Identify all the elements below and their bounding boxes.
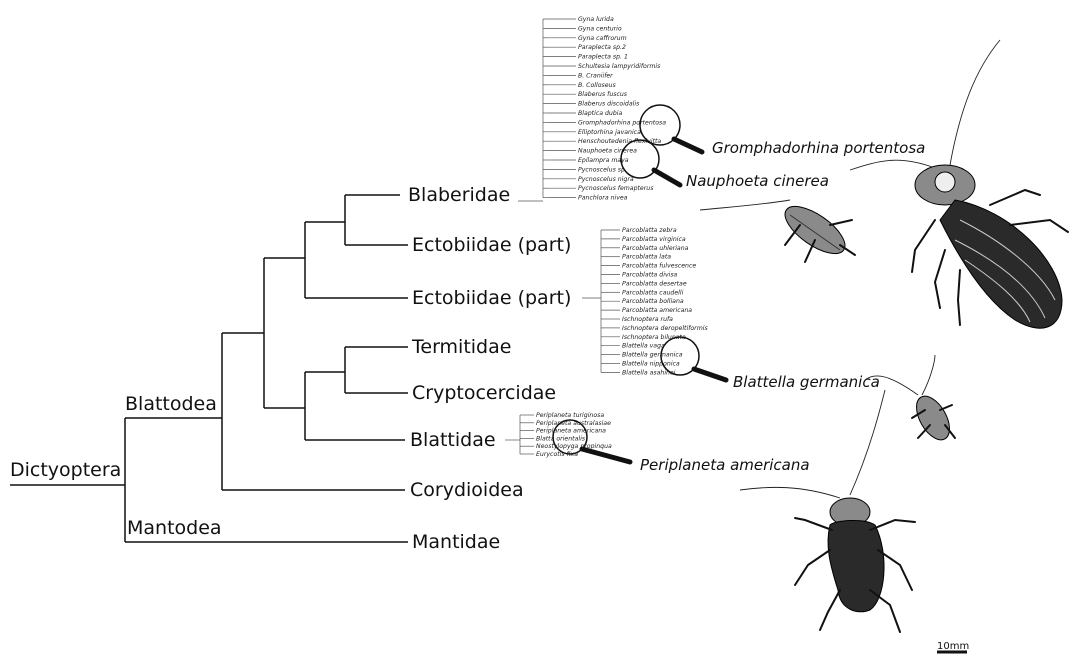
nauphoeta-illustration: [700, 198, 855, 263]
featured-label-blattella: Blattella germanica: [733, 373, 880, 391]
family-label-ectobiidae-a: Ectobiidae (part): [412, 234, 571, 256]
gromphadorhina-illustration: [850, 40, 1068, 328]
species-label: Blattella germanica: [622, 351, 683, 359]
species-label: Blaberus discoidalis: [578, 101, 640, 108]
family-label-mantidae: Mantidae: [412, 531, 500, 553]
species-label: Blatta orientalis: [536, 434, 586, 442]
species-label: Blattella nipponica: [622, 360, 680, 368]
species-label: Gyna lurida: [578, 16, 614, 23]
species-label: Gromphadorhina portentosa: [578, 118, 666, 126]
family-label-ectobiidae-b: Ectobiidae (part): [412, 287, 571, 309]
root-label-dictyoptera: Dictyoptera: [10, 459, 121, 481]
family-label-blaberidae: Blaberidae: [408, 184, 510, 206]
species-label: Gyna centurio: [578, 24, 622, 32]
species-label: Elliptorhina javanica: [578, 128, 641, 136]
featured-label-nauphoeta: Nauphoeta cinerea: [686, 172, 829, 190]
family-label-termitidae: Termitidae: [411, 336, 511, 358]
featured-label-periplaneta: Periplaneta americana: [640, 456, 810, 474]
species-label: Parcoblatta lata: [622, 253, 671, 261]
featured-label-gromphadorhina: Gromphadorhina portentosa: [712, 139, 925, 157]
species-label: Pycnoscelus sp.: [578, 166, 627, 173]
main-tree: [10, 195, 408, 542]
family-label-corydioidea: Corydioidea: [410, 479, 524, 501]
species-label: Parcoblatta desertae: [622, 279, 687, 287]
species-label: Parcoblatta zebra: [622, 226, 677, 234]
species-label: Gyna caffrorum: [578, 35, 627, 42]
species-label: Neostylopyga propinqua: [536, 442, 612, 450]
blattella-illustration: [865, 355, 956, 445]
species-label: Ischnoptera rufa: [622, 315, 673, 323]
species-label: Ischnoptera deropeltiformis: [622, 324, 708, 332]
species-label: Periplaneta turiginosa: [536, 411, 604, 419]
species-label: Blaberus fuscus: [578, 91, 628, 98]
species-label: Paraplecta sp.2: [578, 43, 626, 51]
species-label: Parcoblatta bolliana: [622, 297, 684, 305]
species-label: Pycnoscelus nigra: [578, 176, 634, 183]
order-label-mantodea: Mantodea: [127, 517, 222, 539]
species-label: Nauphoeta cinerea: [578, 147, 637, 155]
species-label: Paraplecta sp. 1: [578, 53, 628, 61]
species-label: Parcoblatta uhleriana: [622, 244, 689, 252]
species-label: Parcoblatta divisa: [622, 271, 678, 279]
species-label: Schultesia lampyridiformis: [578, 62, 661, 70]
family-label-cryptocercidae: Cryptocercidae: [412, 382, 556, 404]
species-label: B. Craniifer: [578, 72, 613, 79]
family-label-blattidae: Blattidae: [410, 429, 496, 451]
species-label: Pycnoscelus femapterus: [578, 184, 654, 192]
periplaneta-illustration: [740, 390, 915, 632]
species-label: Periplaneta americana: [536, 427, 606, 435]
scale-bar-label: 10mm: [937, 641, 969, 652]
species-label: Parcoblatta fulvescence: [622, 262, 696, 270]
species-label: Panchlora nivea: [578, 195, 628, 202]
order-label-blattodea: Blattodea: [125, 393, 217, 415]
species-label: Parcoblatta americana: [622, 306, 692, 314]
species-label: Blaptica dubia: [578, 109, 622, 117]
species-label: B. Colloseus: [578, 82, 616, 89]
species-label: Blattella vaga: [622, 342, 665, 350]
species-label: Parcoblatta caudelli: [622, 288, 684, 296]
species-label: Parcoblatta virginica: [622, 235, 686, 243]
